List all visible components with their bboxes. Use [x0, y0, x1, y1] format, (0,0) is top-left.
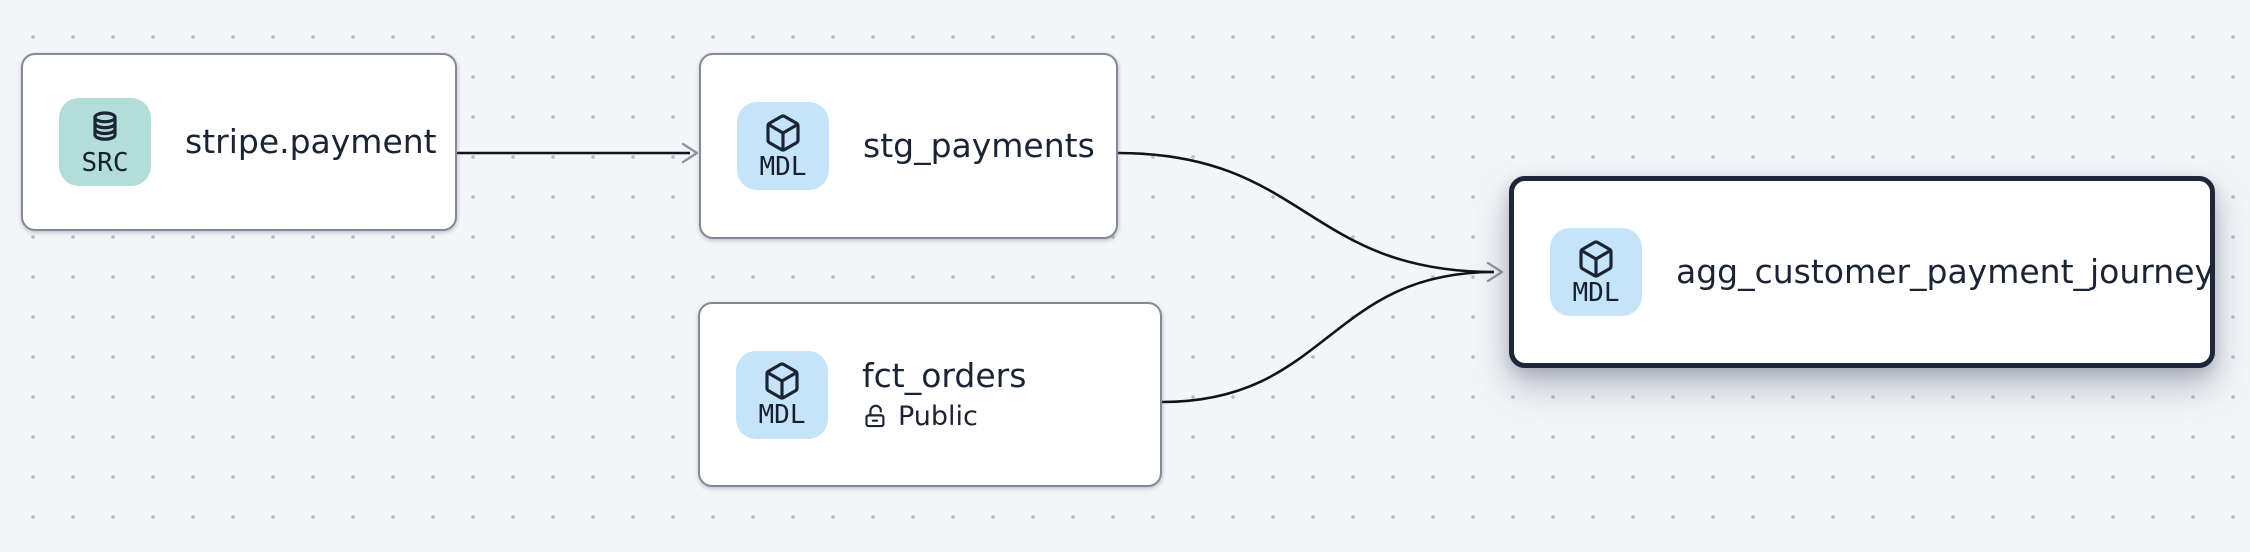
edge-fct-orders-to-agg[interactable] — [1161, 270, 1495, 404]
node-title: stripe.payment — [185, 122, 437, 162]
lineage-node-stripe-payment[interactable]: SRC stripe.payment — [21, 53, 457, 231]
access-level-label: Public — [898, 400, 978, 432]
model-type-badge: MDL — [1550, 228, 1642, 316]
arrowhead-icon — [1486, 261, 1504, 283]
node-title: fct_orders — [862, 356, 1027, 396]
node-title: stg_payments — [863, 126, 1095, 166]
lineage-node-fct-orders[interactable]: MDL fct_orders Public — [698, 302, 1162, 487]
database-icon — [93, 110, 117, 141]
node-type-label: MDL — [759, 151, 807, 182]
node-type-label: MDL — [1572, 277, 1620, 308]
node-type-label: MDL — [758, 400, 806, 430]
lineage-node-agg-customer-payment-journey[interactable]: MDL agg_customer_payment_journey — [1509, 176, 2215, 368]
access-level-badge: Public — [862, 401, 1026, 432]
source-type-badge: SRC — [59, 98, 151, 186]
lock-open-icon — [865, 404, 885, 428]
cube-icon — [765, 362, 799, 400]
cube-icon — [766, 113, 800, 152]
model-type-badge: MDL — [737, 102, 829, 190]
arrowhead-icon — [681, 142, 699, 164]
node-type-label: SRC — [81, 147, 129, 178]
edge-stg-payments-to-agg[interactable] — [1117, 151, 1495, 274]
model-type-badge: MDL — [736, 350, 828, 439]
cube-icon — [1579, 239, 1613, 278]
node-title: agg_customer_payment_journey — [1676, 252, 2215, 292]
lineage-node-stg-payments[interactable]: MDL stg_payments — [699, 53, 1118, 239]
